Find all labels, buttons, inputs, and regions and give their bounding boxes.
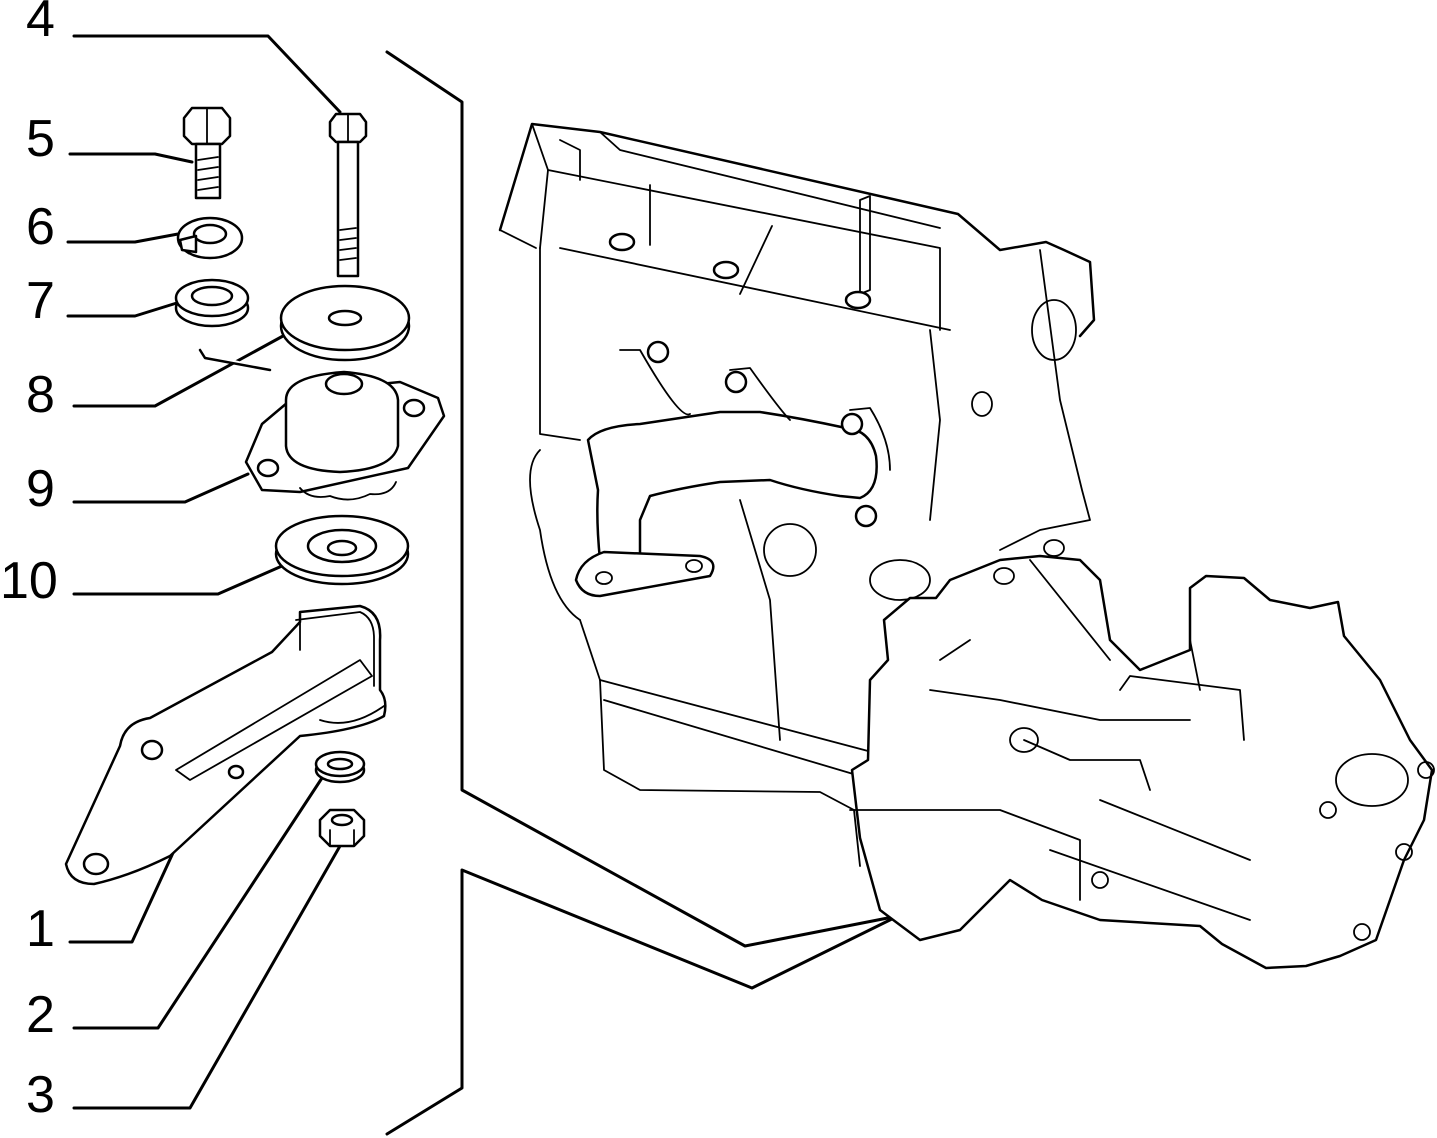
bracket-upper <box>385 50 900 948</box>
leader-line-5 <box>68 152 194 164</box>
group-bracket <box>385 50 900 1136</box>
long-bolt-icon <box>328 112 368 278</box>
rubber-mount-icon <box>198 348 446 501</box>
leader-line-2 <box>72 776 324 1030</box>
callout-7-label: 7 <box>26 272 55 330</box>
callout-5-label: 5 <box>26 110 55 168</box>
thick-washer-icon <box>174 278 250 328</box>
leader-line-3 <box>72 844 342 1110</box>
engine-gearbox-assembly-icon <box>498 122 1435 970</box>
callout-2-label: 2 <box>26 986 55 1044</box>
leader-line-8 <box>72 334 285 408</box>
flat-plate-washer-icon <box>279 284 411 362</box>
leader-line-7 <box>66 300 182 318</box>
callout-8-label: 8 <box>26 366 55 424</box>
callout-6-label: 6 <box>26 198 55 256</box>
bracket-lower <box>385 868 900 1136</box>
leader-lines <box>66 34 342 1110</box>
callout-10-label: 10 <box>0 552 58 610</box>
callout-3-label: 3 <box>26 1066 55 1124</box>
cupped-washer-icon <box>274 514 410 586</box>
callout-9-label: 9 <box>26 460 55 518</box>
leader-line-1 <box>68 840 180 944</box>
callout-1-label: 1 <box>26 900 55 958</box>
short-bolt-icon <box>182 106 232 200</box>
leader-line-4 <box>72 34 342 114</box>
hex-nut-icon <box>318 808 366 848</box>
leader-line-9 <box>72 472 250 504</box>
callout-4-label: 4 <box>26 0 55 48</box>
mounting-bracket-icon <box>64 604 387 886</box>
washer-icon <box>314 750 366 784</box>
leader-line-10 <box>72 564 284 596</box>
callout-labels: 4 5 6 7 8 9 10 1 2 3 <box>0 0 58 1124</box>
split-lock-washer-icon <box>176 216 244 260</box>
leader-line-6 <box>66 232 180 244</box>
